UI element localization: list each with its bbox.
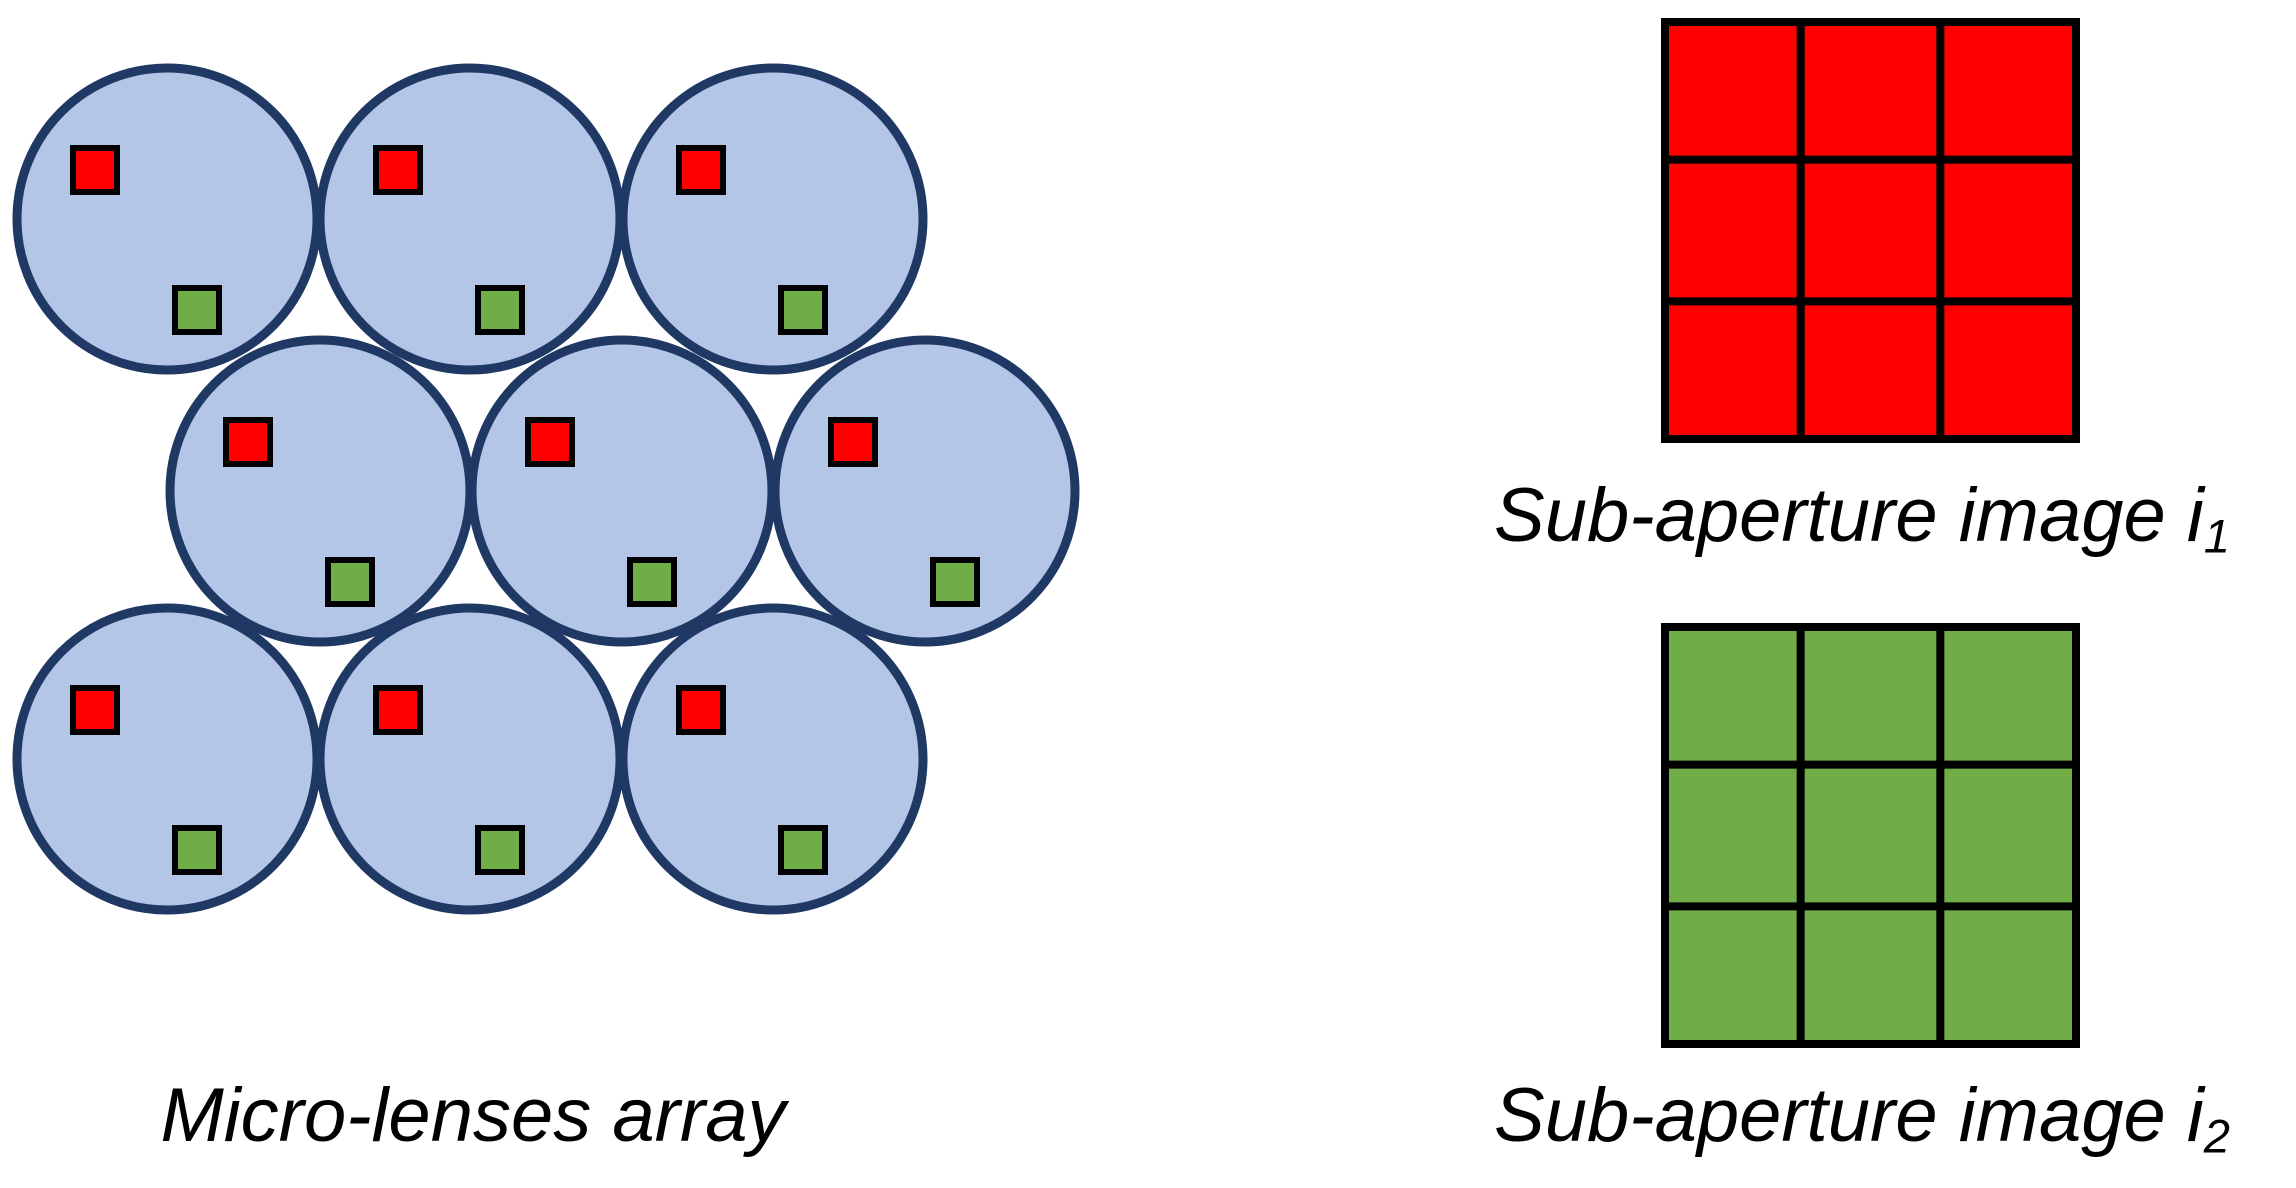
micro-lens — [165, 335, 475, 647]
sub-aperture-image-1-label: Sub-aperture image i1 — [1429, 472, 2295, 563]
red-pixel-marker — [525, 417, 575, 467]
micro-lens-array — [12, 63, 1080, 915]
red-pixel-marker — [373, 145, 423, 195]
sub-aperture-image-2-label-text: Sub-aperture image i — [1494, 1073, 2204, 1158]
green-pixel-marker — [475, 285, 525, 335]
sub-aperture-image-1-subscript: 1 — [2203, 509, 2230, 563]
micro-lens — [770, 335, 1080, 647]
micro-lenses-array-label: Micro-lenses array — [0, 1072, 946, 1159]
green-pixel-marker — [778, 285, 828, 335]
green-pixel-marker — [325, 557, 375, 607]
green-pixel-marker — [172, 825, 222, 875]
micro-lens — [315, 63, 625, 375]
red-pixel-marker — [676, 685, 726, 735]
sub-aperture-image-2-grid — [1661, 623, 2080, 1048]
micro-lens — [12, 63, 322, 375]
red-pixel-marker — [70, 685, 120, 735]
green-pixel-marker — [172, 285, 222, 335]
micro-lens — [467, 335, 777, 647]
green-pixel-marker — [778, 825, 828, 875]
sub-aperture-image-1-grid — [1661, 18, 2080, 443]
green-pixel-marker — [475, 825, 525, 875]
sub-aperture-image-1-label-text: Sub-aperture image i — [1494, 473, 2204, 558]
red-pixel-marker — [373, 685, 423, 735]
micro-lenses-array-label-text: Micro-lenses array — [160, 1073, 786, 1158]
micro-lens — [618, 603, 928, 915]
green-pixel-marker — [930, 557, 980, 607]
red-pixel-marker — [676, 145, 726, 195]
sub-aperture-image-2-label: Sub-aperture image i2 — [1429, 1072, 2295, 1163]
sub-aperture-image-2-subscript: 2 — [2203, 1109, 2230, 1163]
red-pixel-marker — [828, 417, 878, 467]
red-pixel-marker — [223, 417, 273, 467]
micro-lens — [12, 603, 322, 915]
sub-aperture-image-2-grid-frame — [1661, 623, 2080, 1048]
red-pixel-marker — [70, 145, 120, 195]
green-pixel-marker — [627, 557, 677, 607]
sub-aperture-image-1-grid-frame — [1661, 18, 2080, 443]
micro-lens — [618, 63, 928, 375]
micro-lens — [315, 603, 625, 915]
